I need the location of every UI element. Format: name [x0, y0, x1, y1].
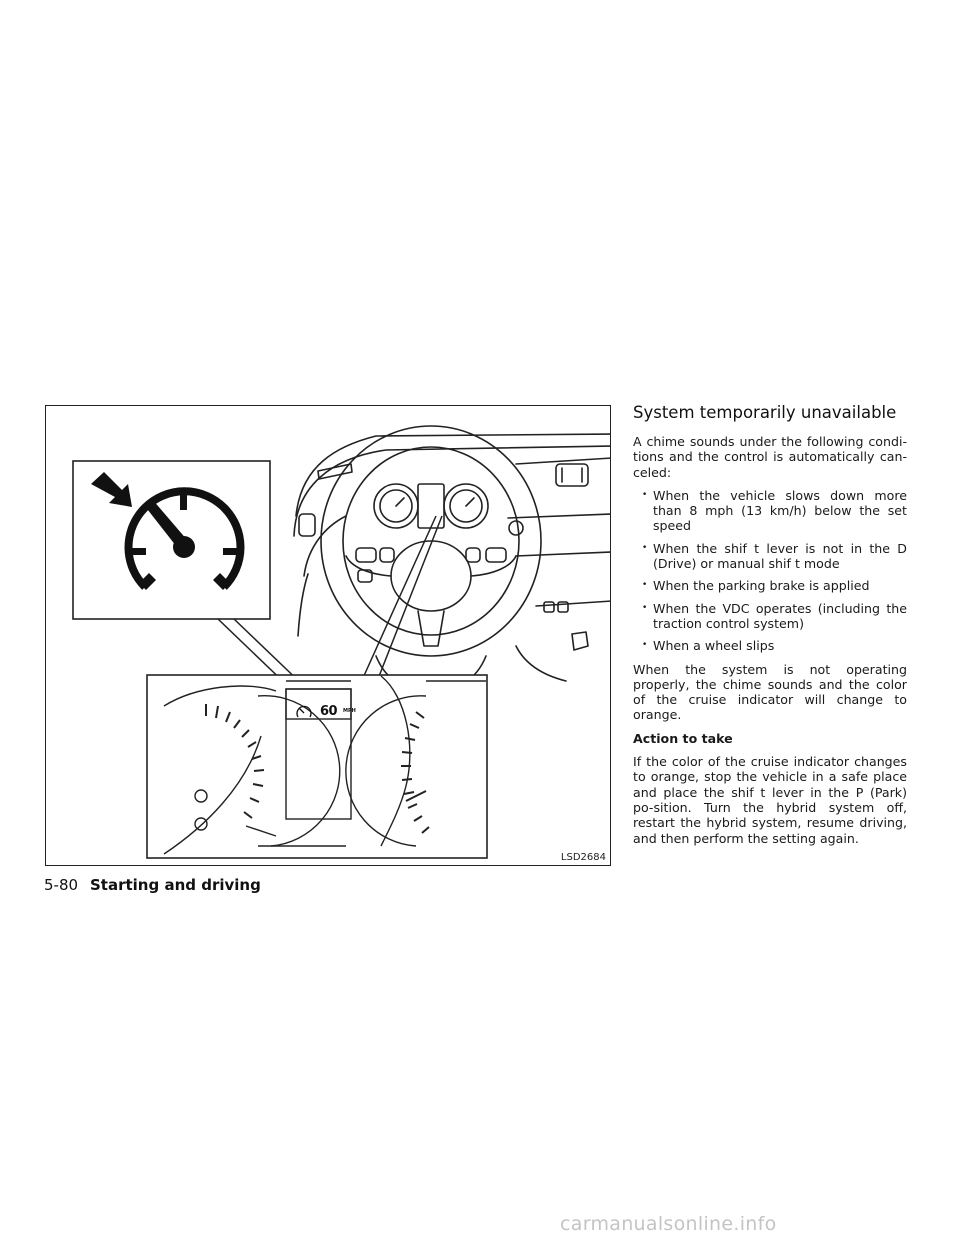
watermark: carmanualsonline.info: [560, 1213, 777, 1235]
cruise-indicator-illustration: 60 MPH LSD2684: [45, 405, 611, 866]
left-knob: [298, 513, 316, 537]
gauge-ticks-right: [401, 711, 430, 834]
cluster-inset-box: [146, 674, 488, 859]
list-item: When the vehicle slows down more than 8 …: [633, 488, 907, 534]
chapter-title: Starting and driving: [90, 876, 261, 894]
action-paragraph: If the color of the cruise indicator cha…: [633, 754, 907, 846]
instrument-cluster: [163, 675, 486, 855]
figure-code: LSD2684: [560, 852, 606, 863]
page-number: 5-80: [44, 876, 79, 894]
air-vent-right: [555, 463, 589, 487]
status-paragraph: When the system is not operating properl…: [633, 661, 907, 723]
gauge-ticks-left: [205, 704, 265, 819]
dashboard-top-line: [295, 433, 610, 517]
display-cruise-icon: [296, 705, 312, 718]
air-vent-left: [317, 463, 353, 480]
pointing-arrow-icon: [91, 472, 132, 507]
action-heading: Action to take: [633, 730, 733, 746]
cruise-indicator-icon: [124, 487, 245, 590]
steering-hub: [390, 540, 472, 612]
list-item: When the VDC operates (including the tra…: [633, 601, 907, 632]
cruise-indicator-needle: [130, 494, 239, 590]
list-item: When the parking brake is applied: [633, 578, 907, 594]
display-speed-unit: MPH: [343, 708, 356, 714]
text-column: System temporarily unavailable A chime s…: [633, 403, 907, 854]
steering-wheel: [320, 425, 542, 657]
intro-paragraph: A chime sounds under the following condi…: [633, 434, 907, 480]
list-item: When a wheel slips: [633, 638, 907, 654]
display-speed-value: 60: [320, 704, 338, 719]
condition-list: When the vehicle slows down more than 8 …: [633, 488, 907, 654]
section-title: System temporarily unavailable: [633, 403, 897, 422]
dashboard-drawing: [72, 425, 610, 859]
list-item: When the shif t lever is not in the D (D…: [633, 541, 907, 572]
